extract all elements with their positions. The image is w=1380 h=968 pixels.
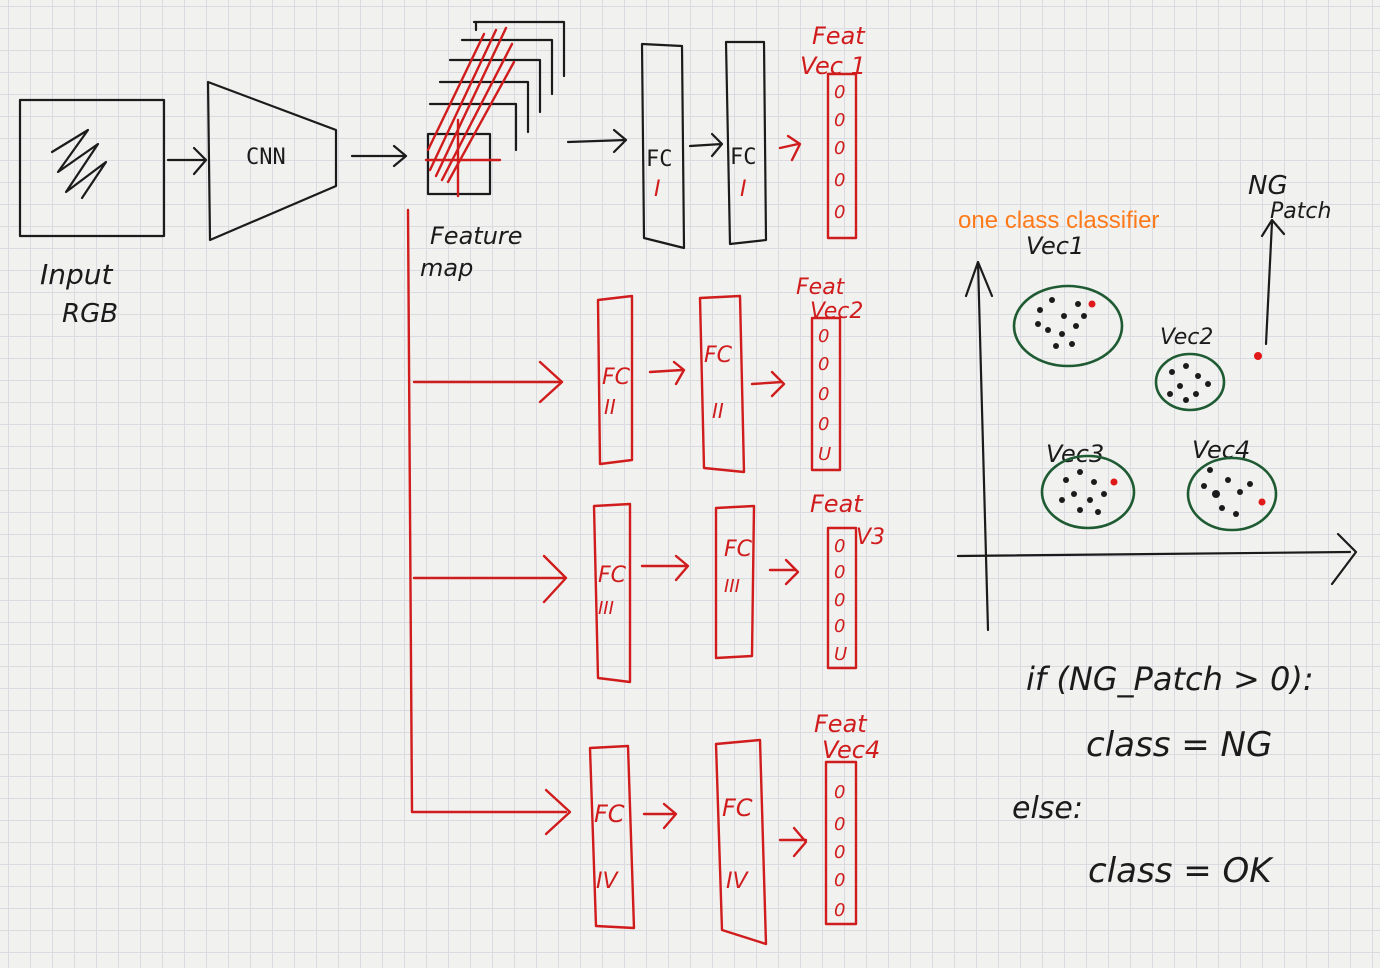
feat4-cell: 0 xyxy=(834,782,845,803)
y-axis xyxy=(964,260,994,632)
cluster-label-vec1: Vec1 xyxy=(1026,232,1084,260)
rule-line-3: else: xyxy=(1012,791,1083,826)
ng-patch-point xyxy=(1254,352,1262,360)
input-label: Input xyxy=(40,258,114,291)
feat1-cell: 0 xyxy=(834,82,845,103)
feat1-cell: 0 xyxy=(834,110,845,131)
feat3-cell: 0 xyxy=(834,616,845,637)
fc4b-label: FC xyxy=(722,794,753,822)
rule-line-4: class = OK xyxy=(1088,851,1274,891)
cluster-vec1 xyxy=(1012,284,1124,368)
feat3-title: Feat xyxy=(810,490,864,518)
fc3a-numeral: III xyxy=(598,598,614,619)
branch-4: FC IV FC IV Feat Vec4 0 0 0 0 0 xyxy=(588,710,880,946)
x-axis xyxy=(956,532,1358,586)
fc1a-label: FC xyxy=(646,147,673,172)
fc1b-label: FC xyxy=(730,145,757,170)
arrow-input-cnn xyxy=(166,146,208,176)
rule-line-2: class = NG xyxy=(1086,725,1272,765)
fc3b-label: FC xyxy=(724,537,753,562)
feat3-cell: 0 xyxy=(834,536,845,557)
feat4-cell: 0 xyxy=(834,870,845,891)
ng-arrow xyxy=(1260,218,1286,346)
feat4-cell: 0 xyxy=(834,842,845,863)
fc4b-numeral: IV xyxy=(726,869,749,894)
cluster-label-vec3: Vec3 xyxy=(1046,440,1104,468)
feat1-cell: 0 xyxy=(834,170,845,191)
feat3-cell: U xyxy=(834,644,847,665)
branch-3: FC III FC III Feat V3 0 0 0 0 U xyxy=(592,490,885,684)
fc3b-numeral: III xyxy=(724,576,740,597)
classifier-title: one class classifier xyxy=(958,207,1159,234)
cluster-vec4 xyxy=(1186,456,1278,532)
ng-label: NG xyxy=(1248,171,1288,201)
rgb-label: RGB xyxy=(62,299,118,329)
feat4-subtitle: Vec4 xyxy=(822,736,880,764)
feat1-cell: 0 xyxy=(834,138,845,159)
feat3-subtitle: V3 xyxy=(856,525,885,550)
fc4a-numeral: IV xyxy=(596,869,619,894)
fc1b-numeral: I xyxy=(740,177,747,202)
classifier-plot: one class classifier Vec1 Vec2 Vec3 Vec4 xyxy=(956,171,1358,632)
fc2a-label: FC xyxy=(602,365,631,390)
feat2-cell: U xyxy=(818,444,831,465)
feat2-cell: 0 xyxy=(818,384,829,405)
feat2-cell: 0 xyxy=(818,326,829,347)
branch-1: FC I FC I Feat Vec 1 0 0 0 0 0 xyxy=(566,22,866,250)
rule-line-1: if (NG_Patch > 0): xyxy=(1026,660,1314,698)
feat3-cell: 0 xyxy=(834,562,845,583)
feat4-cell: 0 xyxy=(834,900,845,921)
arrow-cnn-featuremap xyxy=(350,144,408,168)
cluster-vec2 xyxy=(1154,352,1226,412)
patch-label: Patch xyxy=(1270,199,1331,224)
feat2-title: Feat xyxy=(796,275,846,300)
feature-map-label-2: map xyxy=(420,254,473,282)
fc2b-label: FC xyxy=(704,343,733,368)
branch-arrow-3 xyxy=(412,554,568,604)
feat2-subtitle: Vec2 xyxy=(810,299,863,324)
decision-rule: if (NG_Patch > 0): class = NG else: clas… xyxy=(1012,660,1314,891)
feat4-cell: 0 xyxy=(834,814,845,835)
input-block: Input RGB xyxy=(18,98,166,329)
feature-map-label: Feature xyxy=(430,222,523,250)
feature-map-stack: Feature map xyxy=(420,20,566,282)
branch-arrow-2 xyxy=(412,360,564,404)
branch-trunk xyxy=(406,208,568,814)
feat2-cell: 0 xyxy=(818,414,829,435)
branch-arrow-4 xyxy=(544,788,572,836)
fc2a-numeral: II xyxy=(604,395,616,419)
feat1-cell: 0 xyxy=(834,202,845,223)
fc1a-numeral: I xyxy=(654,177,661,202)
cluster-label-vec2: Vec2 xyxy=(1160,325,1213,350)
fc2b-numeral: II xyxy=(712,399,724,423)
cnn-label: CNN xyxy=(246,145,286,170)
fc3a-label: FC xyxy=(598,563,627,588)
feat1-title: Feat xyxy=(812,22,866,50)
branch-2: FC II FC II Feat Vec2 0 0 0 0 U xyxy=(596,275,863,474)
fc4a-label: FC xyxy=(594,800,625,828)
feat4-title: Feat xyxy=(814,710,868,738)
cluster-vec3 xyxy=(1040,454,1136,530)
feat2-cell: 0 xyxy=(818,354,829,375)
feat3-cell: 0 xyxy=(834,590,845,611)
cnn-block: CNN xyxy=(206,80,338,242)
